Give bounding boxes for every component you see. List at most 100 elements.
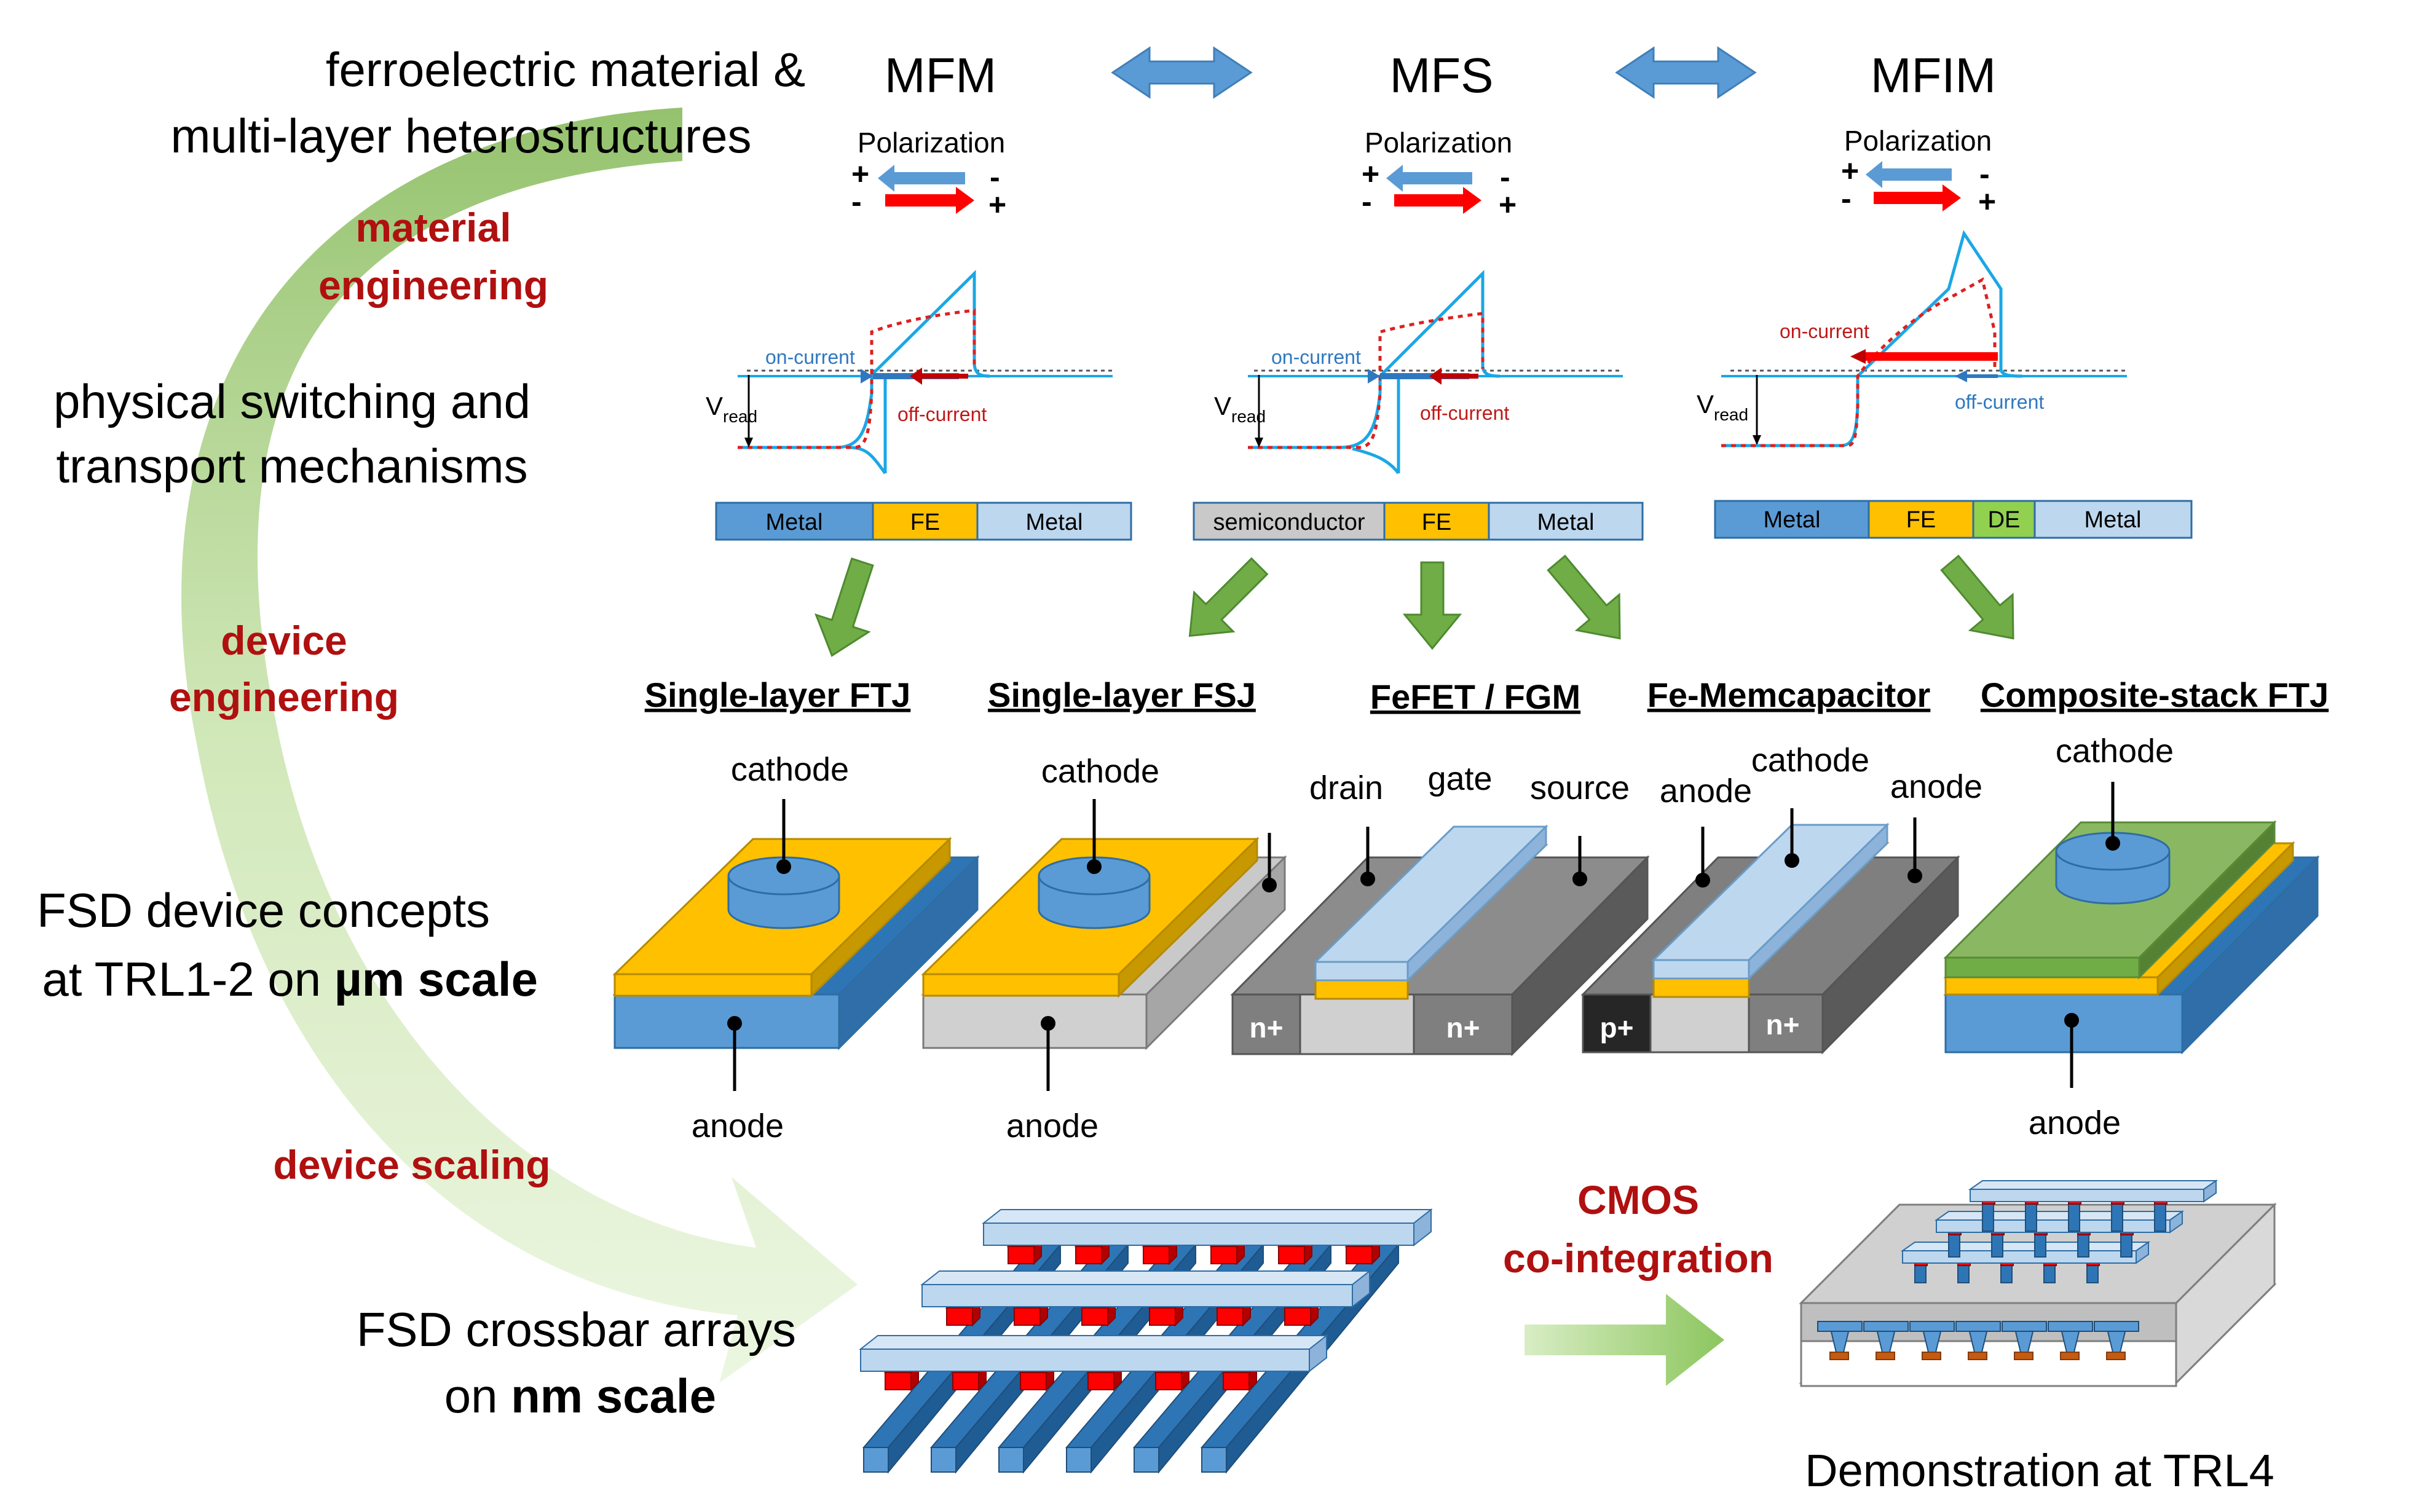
- device-single-fsj: [921, 837, 1287, 1050]
- title-single-ftj: Single-layer FTJ: [645, 675, 911, 714]
- cmos-label-1: CMOS: [1577, 1177, 1699, 1223]
- chip-via: [2094, 1321, 2139, 1360]
- svg-text:+: +: [1499, 187, 1517, 222]
- crossbar-top-line: [859, 1334, 1328, 1373]
- flow-arc-arrow: [181, 108, 858, 1383]
- iv-curve-mfm: on-current off-current Vread: [706, 270, 1113, 474]
- device-titles: Single-layer FTJ Single-layer FSJ FeFET …: [645, 675, 2329, 716]
- svg-text:-: -: [990, 160, 1000, 194]
- material-eng-1: material: [355, 205, 511, 250]
- svg-text:+: +: [1362, 157, 1379, 191]
- iv-curve-mfim: on-current off-current Vread: [1697, 230, 2127, 447]
- device-fefet: [1230, 824, 1650, 1057]
- green-arrow-1: [815, 557, 874, 657]
- polarization-mfm: Polarization + - - +: [851, 127, 1006, 222]
- memcap-pplus: p+: [1600, 1012, 1634, 1044]
- title-composite: Composite-stack FTJ: [1981, 675, 2329, 714]
- structure-titles: MFM MFS MFIM: [885, 48, 1996, 103]
- fsj-cathode: cathode: [1041, 753, 1159, 790]
- chip-via: [2048, 1321, 2093, 1360]
- chip-via: [2002, 1321, 2047, 1360]
- cmos-chip: [1799, 1179, 2277, 1387]
- stack-mfim: Metal FE DE Metal: [1714, 500, 2193, 539]
- memcap-nplus: n+: [1766, 1009, 1800, 1041]
- engineering-labels: material engineering device engineering …: [169, 205, 1773, 1281]
- polarization-mfs: Polarization + - - +: [1362, 127, 1517, 222]
- svg-text:Metal: Metal: [1764, 507, 1821, 533]
- svg-text:off-current: off-current: [1955, 391, 2044, 413]
- left-labels: ferroelectric material & multi-layer het…: [37, 42, 805, 1423]
- svg-text:Polarization: Polarization: [1365, 127, 1512, 159]
- svg-text:-: -: [1362, 184, 1372, 219]
- svg-text:-: -: [1979, 157, 1990, 191]
- svg-text:FE: FE: [1422, 510, 1452, 535]
- svg-text:Metal: Metal: [2085, 507, 2142, 533]
- composite-anode: anode: [2029, 1104, 2121, 1141]
- svg-text:+: +: [1978, 184, 1996, 219]
- svg-text:Metal: Metal: [1537, 510, 1595, 535]
- fefet-gate: gate: [1427, 760, 1492, 797]
- title-memcap: Fe-Memcapacitor: [1647, 675, 1931, 714]
- chip-top-line: [1900, 1241, 2151, 1264]
- material-label-1: ferroelectric material &: [326, 42, 805, 96]
- svg-text:Metal: Metal: [1026, 510, 1083, 535]
- svg-text:Polarization: Polarization: [858, 127, 1005, 159]
- memcap-cathode: cathode: [1751, 742, 1869, 779]
- ftj-anode: anode: [692, 1108, 784, 1144]
- memcap-anode-2: anode: [1890, 768, 1982, 805]
- material-eng-2: engineering: [318, 262, 548, 308]
- svg-text:-: -: [851, 184, 862, 219]
- green-arrow-4: [1547, 554, 1621, 640]
- title-single-fsj: Single-layer FSJ: [988, 675, 1256, 714]
- svg-text:off-current: off-current: [1420, 402, 1509, 424]
- double-arrow-2: [1615, 46, 1757, 99]
- memcap-anode-1: anode: [1660, 773, 1752, 809]
- svg-text:+: +: [851, 157, 869, 191]
- svg-text:DE: DE: [1988, 507, 2021, 533]
- svg-text:+: +: [988, 187, 1006, 222]
- green-arrow-5: [1940, 554, 2014, 640]
- mfs-title: MFS: [1390, 48, 1494, 103]
- fefet-drain: drain: [1309, 770, 1383, 806]
- svg-text:FE: FE: [910, 510, 941, 535]
- physical-label-2: transport mechanisms: [56, 439, 527, 493]
- svg-text:Polarization: Polarization: [1844, 125, 1992, 157]
- mfm-title: MFM: [885, 48, 996, 103]
- chip-via: [1817, 1321, 1863, 1360]
- ftj-cathode: cathode: [731, 751, 849, 788]
- chip-via: [1909, 1321, 1955, 1360]
- polarization-mfim: Polarization + - - +: [1841, 125, 1996, 219]
- concepts-label-1: FSD device concepts: [37, 883, 490, 937]
- title-fefet: FeFET / FGM: [1370, 677, 1580, 716]
- concepts-label-2: at TRL1-2 on µm scale: [42, 952, 538, 1006]
- crossbar-label-1: FSD crossbar arrays: [357, 1302, 796, 1356]
- svg-text:+: +: [1841, 154, 1859, 188]
- double-arrow-1: [1111, 46, 1253, 99]
- svg-text:-: -: [1841, 181, 1852, 216]
- stack-mfs: semiconductor FE Metal: [1193, 502, 1644, 541]
- fsj-anode: anode: [1006, 1108, 1099, 1144]
- crossbar-top-line: [982, 1208, 1433, 1247]
- svg-text:Vread: Vread: [1214, 392, 1266, 426]
- svg-text:Vread: Vread: [1697, 390, 1748, 424]
- chip-top-line: [1968, 1179, 2219, 1203]
- mfim-title: MFIM: [1871, 48, 1996, 103]
- svg-text:on-current: on-current: [1780, 320, 1869, 342]
- device-scaling: device scaling: [273, 1142, 550, 1187]
- cmos-arrow: [1525, 1294, 1724, 1386]
- material-label-2: multi-layer heterostructures: [171, 109, 752, 163]
- svg-text:Vread: Vread: [706, 392, 757, 426]
- svg-text:FE: FE: [1906, 507, 1936, 533]
- stack-mfm: Metal FE Metal: [715, 502, 1132, 541]
- chip-top-line: [1934, 1210, 2185, 1234]
- device-eng-1: device: [221, 618, 347, 663]
- device-composite: [1943, 820, 2320, 1055]
- device-single-ftj: [612, 837, 980, 1050]
- crossbar-array: [859, 1208, 1433, 1474]
- svg-text:-: -: [1500, 160, 1510, 194]
- fefet-nplus-1: n+: [1250, 1012, 1284, 1044]
- svg-text:semiconductor: semiconductor: [1213, 510, 1365, 535]
- crossbar-label-2: on nm scale: [444, 1369, 716, 1423]
- device-memcap: [1580, 822, 1960, 1055]
